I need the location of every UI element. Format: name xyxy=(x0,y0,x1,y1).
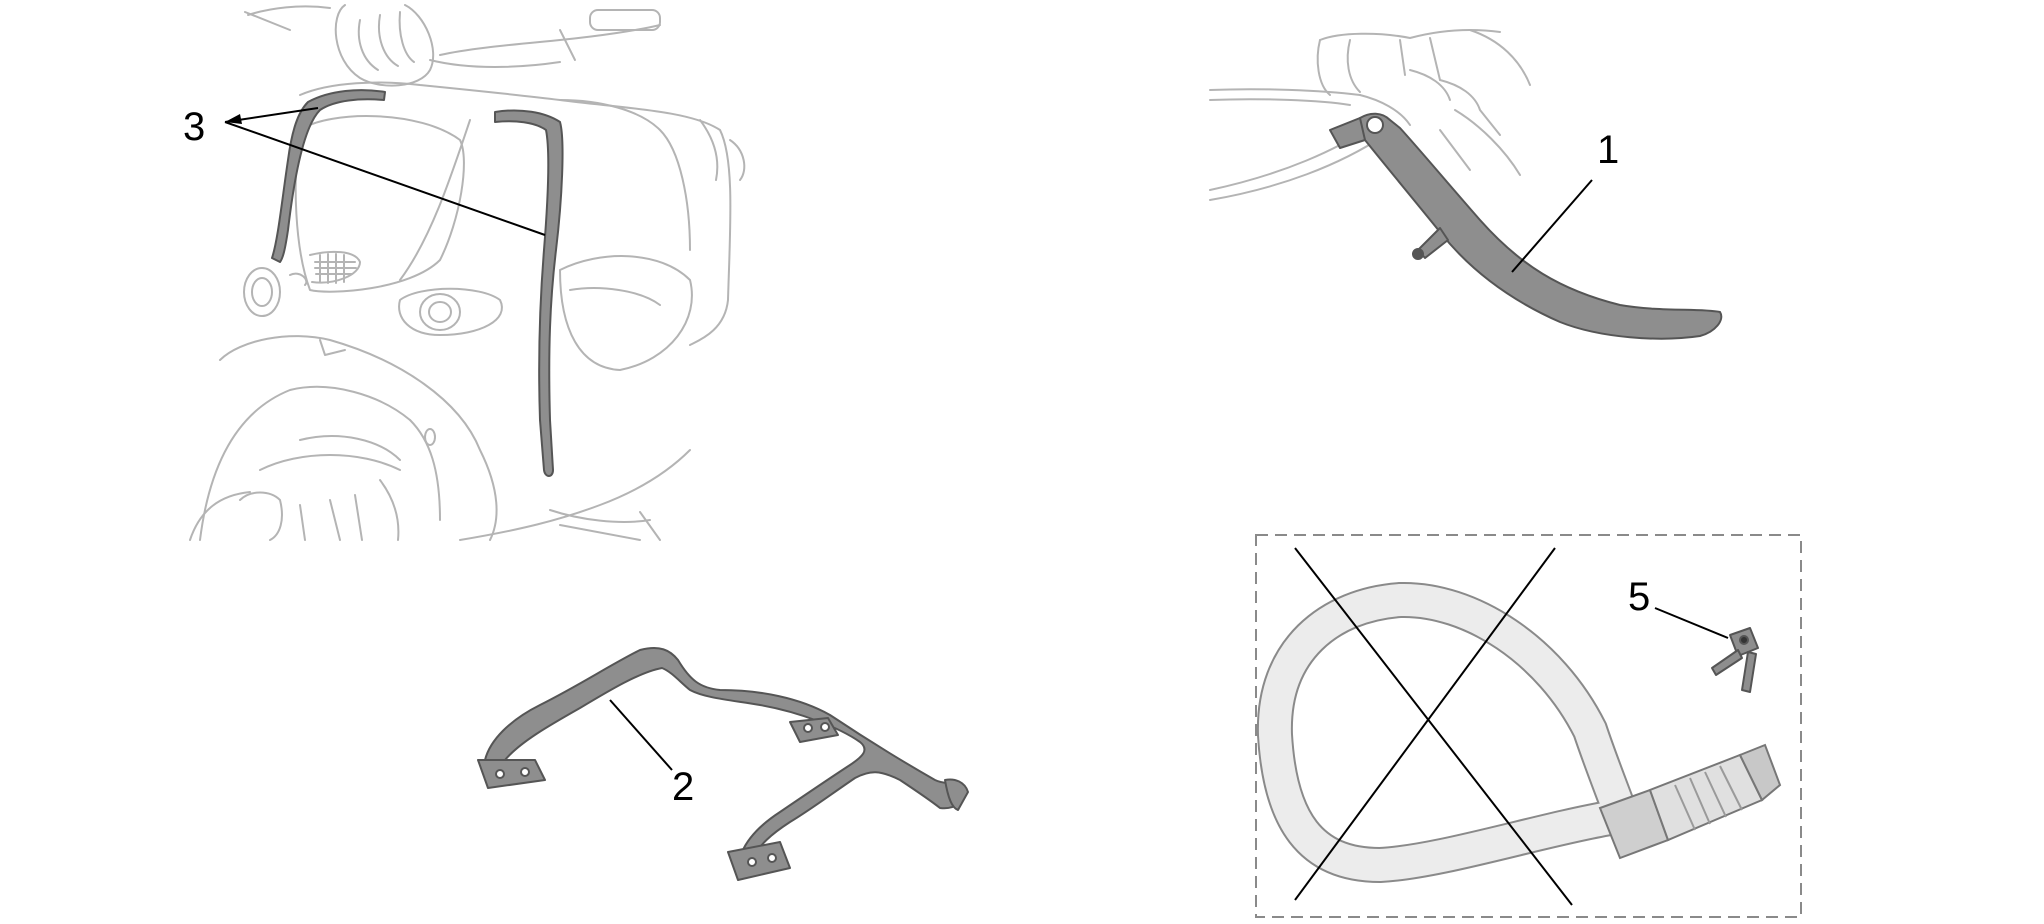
rear-rack-part xyxy=(477,647,969,881)
cable-lock-box xyxy=(1255,534,1802,918)
scooter-front-illustration xyxy=(189,4,746,541)
leader-lines xyxy=(224,107,1729,771)
callout-3: 3 xyxy=(183,105,205,149)
leader-arrowheads xyxy=(225,114,242,124)
callout-2: 2 xyxy=(672,765,694,809)
callout-5: 5 xyxy=(1628,575,1650,619)
callout-1: 1 xyxy=(1597,128,1619,172)
scooter-underside-illustration xyxy=(1209,29,1531,201)
front-trim-strips xyxy=(271,89,564,477)
cable-lock-part xyxy=(1256,581,1782,884)
not-included-cross xyxy=(1294,547,1573,906)
lock-key-part xyxy=(1711,627,1759,693)
kickstand-part xyxy=(1329,112,1723,340)
